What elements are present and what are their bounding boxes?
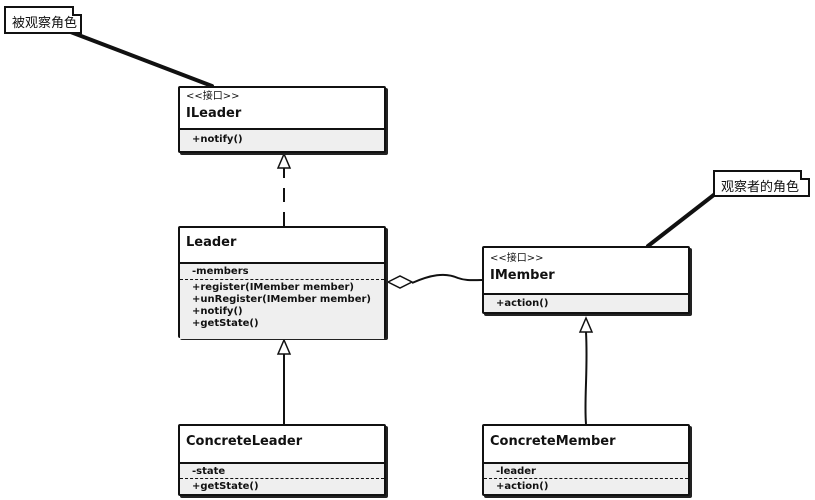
operation-item: +action() — [496, 298, 549, 309]
note-observer-text: 观察者的角色 — [721, 180, 800, 195]
aggregation-diamond — [386, 275, 414, 289]
operation-item: +getState() — [192, 481, 259, 492]
operations-section: +action() — [484, 293, 688, 312]
operation-item: +action() — [496, 481, 549, 492]
class-name: Leader — [186, 235, 237, 250]
stereotype-label: <<接口>> — [490, 253, 544, 264]
realization-concretemember-imember — [584, 331, 588, 425]
class-imember[interactable]: <<接口>> IMember +action() — [482, 246, 690, 314]
realization-arrowhead-ileader — [276, 152, 292, 169]
attribute-item: -leader — [496, 466, 536, 477]
operations-section: +getState() — [180, 478, 384, 494]
generalization-arrowhead-leader — [276, 338, 292, 355]
class-header: ConcreteMember — [484, 426, 688, 462]
note-observed-role: 被观察角色 — [4, 6, 82, 34]
note-observed-text: 被观察角色 — [12, 16, 78, 31]
class-header: <<接口>> ILeader — [180, 88, 384, 128]
operation-item: +notify() — [192, 306, 243, 317]
class-leader[interactable]: Leader -members +register(IMember member… — [178, 226, 386, 339]
class-ileader[interactable]: <<接口>> ILeader +notify() — [178, 86, 386, 153]
stereotype-label: <<接口>> — [186, 91, 240, 102]
note-anchor-observed — [66, 29, 214, 88]
aggregation-leader-imember — [411, 273, 483, 284]
class-concrete-member[interactable]: ConcreteMember -leader +action() — [482, 424, 690, 496]
operation-item: +getState() — [192, 318, 259, 329]
operation-item: +notify() — [192, 134, 243, 145]
class-concrete-leader[interactable]: ConcreteLeader -state +getState() — [178, 424, 386, 496]
class-header: Leader — [180, 228, 384, 262]
operations-section: +action() — [484, 478, 688, 494]
attributes-section: -members — [180, 262, 384, 279]
attribute-item: -state — [192, 466, 226, 477]
class-name: ConcreteMember — [490, 434, 616, 449]
operation-item: +register(IMember member) — [192, 282, 354, 293]
class-name: ConcreteLeader — [186, 434, 303, 449]
operations-section: +notify() — [180, 128, 384, 151]
class-name: IMember — [490, 268, 555, 283]
attribute-item: -members — [192, 266, 249, 277]
note-anchor-observer — [646, 192, 717, 248]
attributes-section: -leader — [484, 462, 688, 478]
realization-arrowhead-imember — [578, 316, 594, 333]
operations-section: +register(IMember member) +unRegister(IM… — [180, 279, 384, 339]
note-observer-role: 观察者的角色 — [713, 170, 810, 197]
class-header: <<接口>> IMember — [484, 248, 688, 293]
operation-item: +unRegister(IMember member) — [192, 294, 371, 305]
class-name: ILeader — [186, 106, 242, 121]
attributes-section: -state — [180, 462, 384, 478]
class-header: ConcreteLeader — [180, 426, 384, 462]
